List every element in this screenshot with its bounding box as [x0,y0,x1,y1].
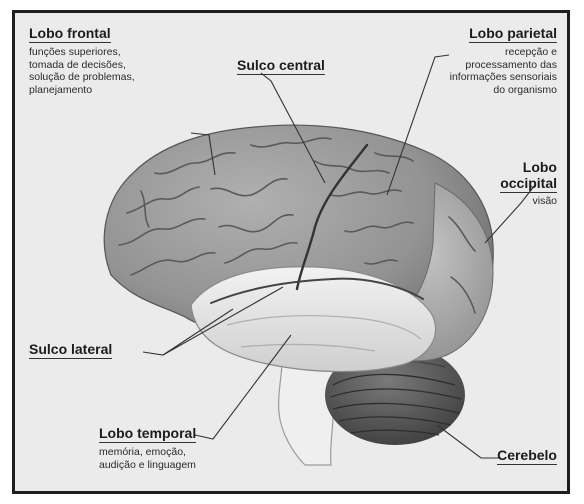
parietal-desc-line-4: do organismo [450,84,557,97]
lateral-sulcus-title: Sulco lateral [29,341,112,359]
temporal-desc-line-1: memória, emoção, [99,446,196,459]
temporal-lobe-title: Lobo temporal [99,425,196,443]
parietal-lobe-title: Lobo parietal [469,25,557,43]
occipital-desc-line-1: visão [500,195,557,208]
parietal-lobe-label: Lobo parietal recepção e processamento d… [450,25,557,96]
parietal-desc-line-2: processamento das [450,59,557,72]
frontal-desc-line-2: tomada de decisões, [29,59,135,72]
central-sulcus-label: Sulco central [237,57,325,75]
cerebelo-label: Cerebelo [497,447,557,465]
parietal-desc-line-3: informações sensoriais [450,71,557,84]
frontal-desc-line-4: planejamento [29,84,135,97]
temporal-lobe-label: Lobo temporal memória, emoção, audição e… [99,425,196,471]
cerebelo-leader [437,425,501,458]
temporal-desc-line-2: audição e linguagem [99,459,196,472]
central-sulcus-title: Sulco central [237,57,325,75]
occipital-title-line-1: Lobo [500,159,557,175]
frontal-desc-line-3: solução de problemas, [29,71,135,84]
cerebelo-title: Cerebelo [497,447,557,465]
lateral-sulcus-label: Sulco lateral [29,341,112,359]
parietal-desc-line-1: recepção e [450,46,557,59]
frontal-lobe-title: Lobo frontal [29,25,111,43]
occipital-title-line-2: occipital [500,175,557,193]
figure-frame: Lobo frontal funções superiores, tomada … [12,10,570,494]
occipital-lobe-label: Lobo occipital visão [500,159,557,208]
frontal-lobe-label: Lobo frontal funções superiores, tomada … [29,25,135,96]
frontal-desc-line-1: funções superiores, [29,46,135,59]
